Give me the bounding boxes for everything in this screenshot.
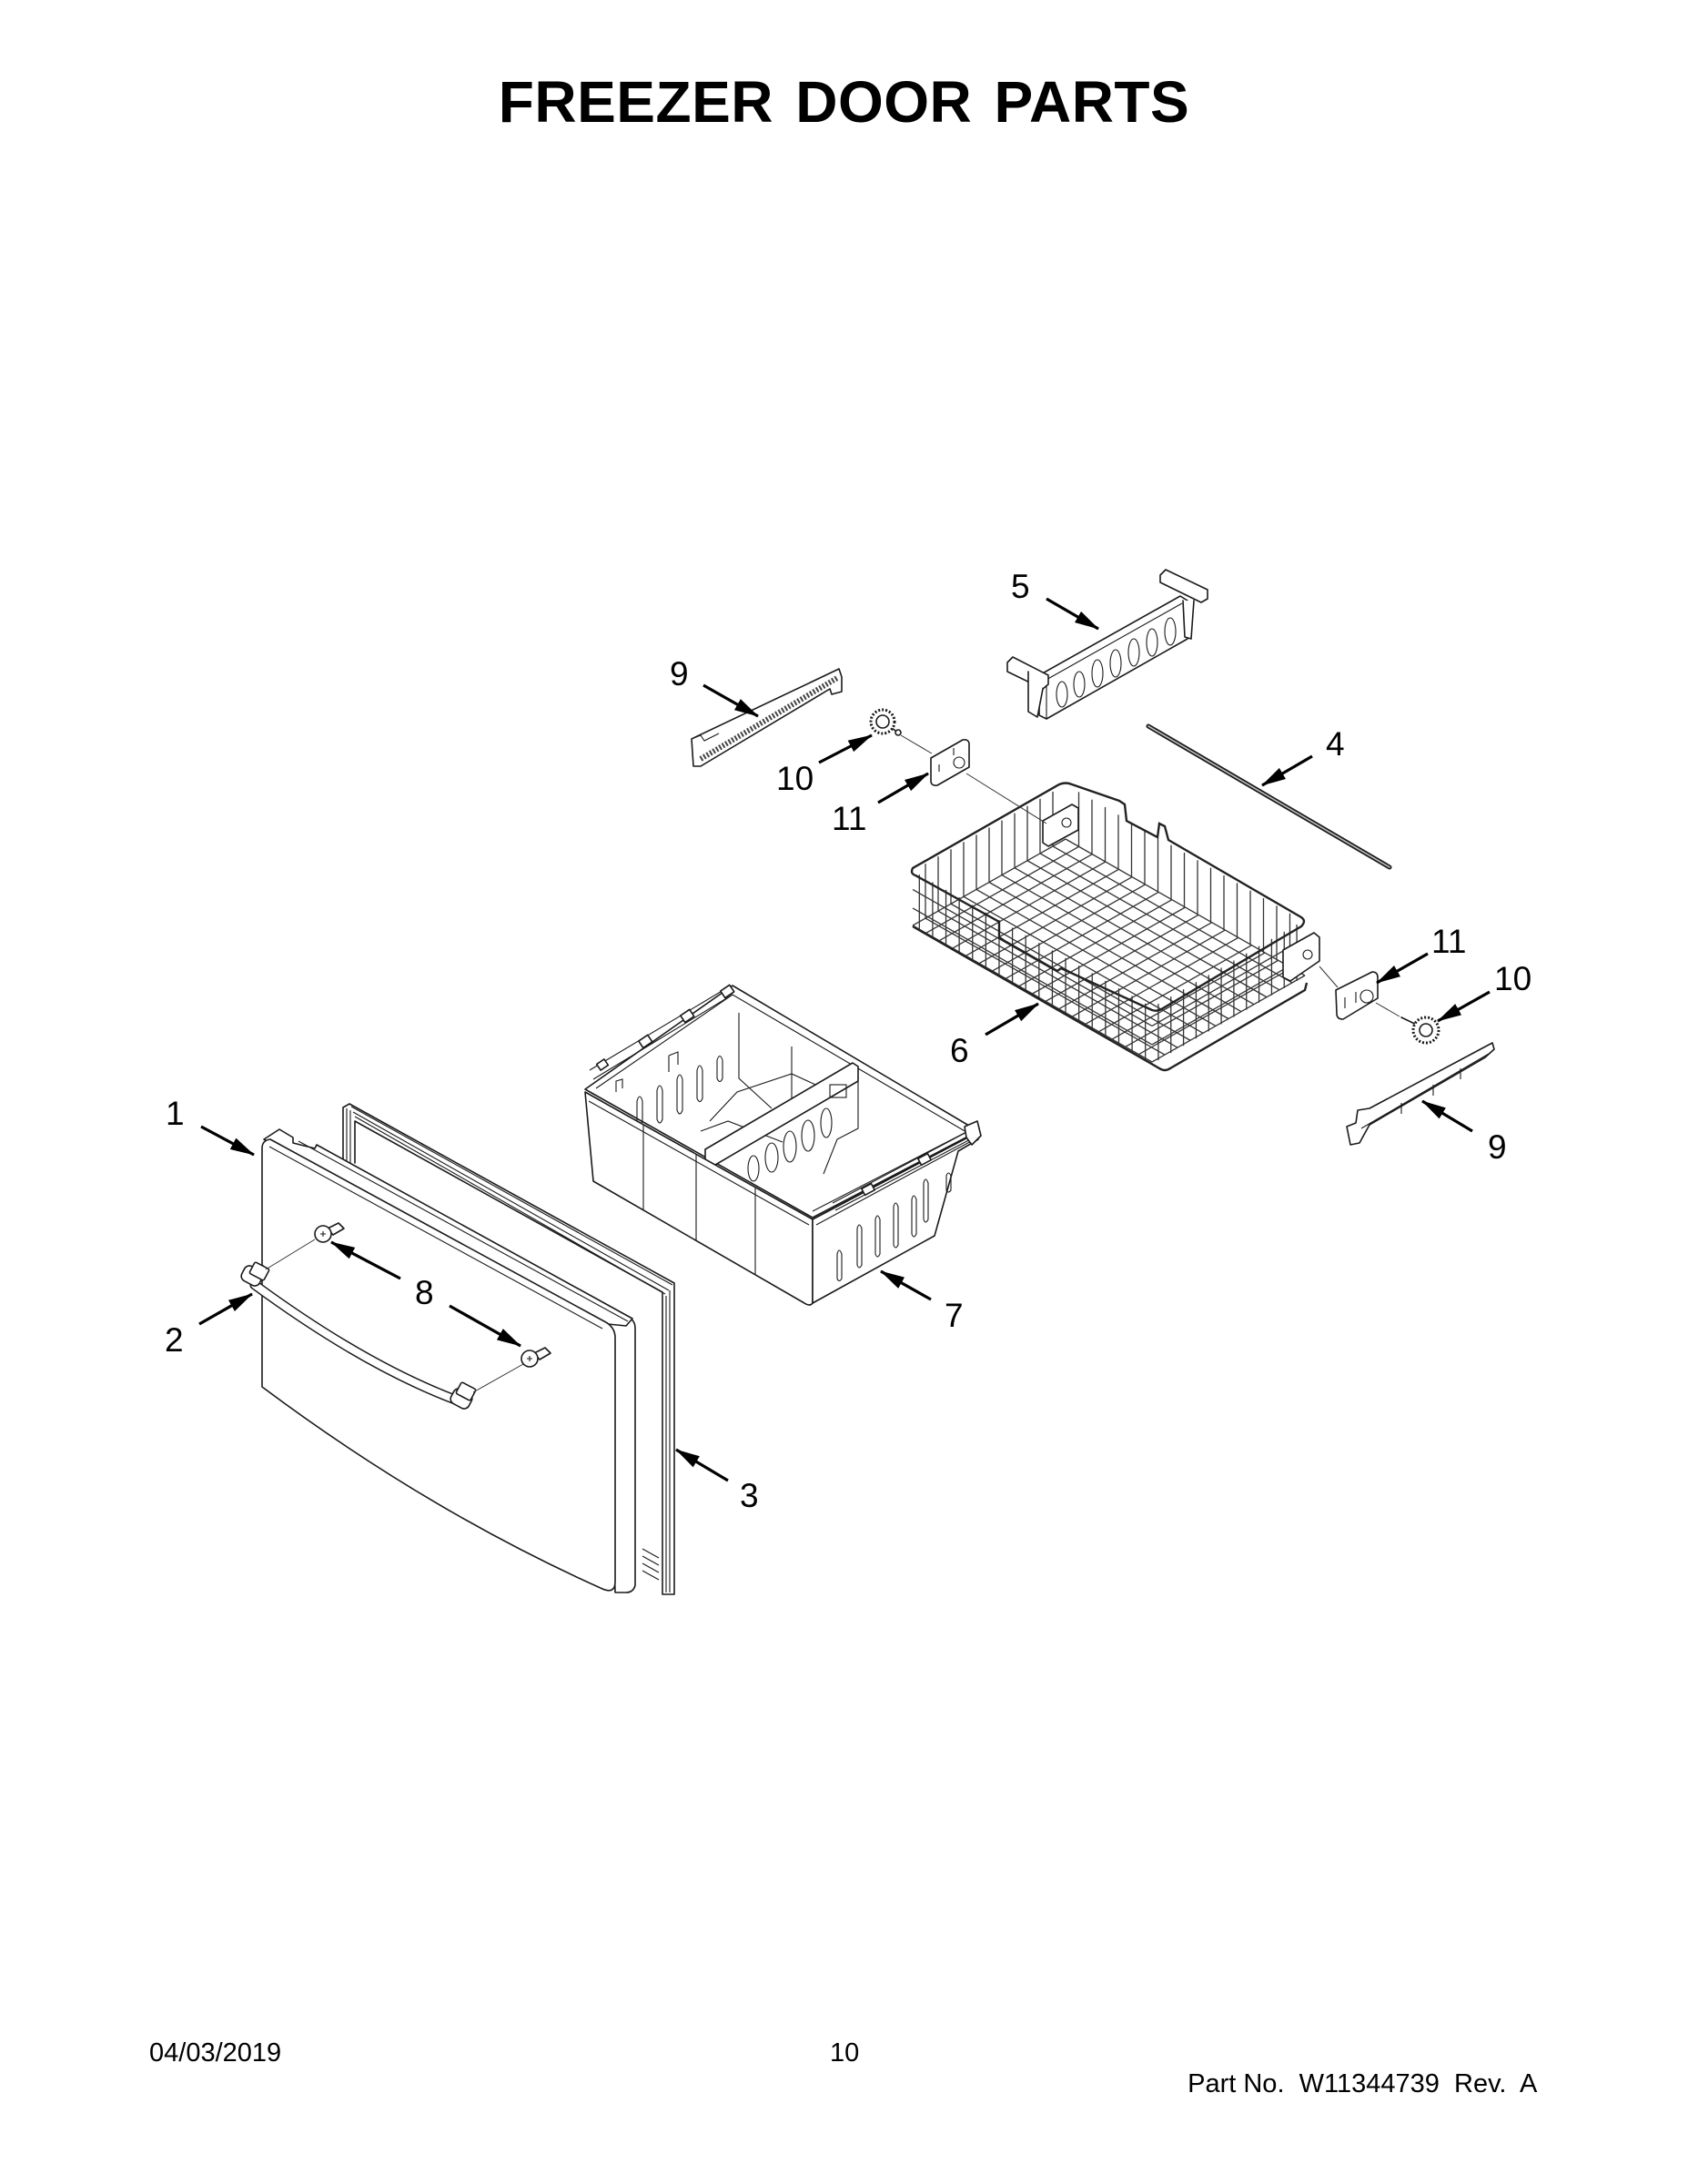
arrow-4 — [1261, 754, 1313, 787]
freezer-bin — [584, 984, 982, 1306]
arrow-9-top — [702, 683, 759, 718]
arrow-8-lower — [449, 1304, 521, 1348]
bracket-top — [930, 739, 970, 786]
slide-rail-top — [691, 668, 843, 767]
rev-label: Rev. — [1454, 2069, 1507, 2098]
arrow-9-right — [1421, 1099, 1473, 1133]
arrow-11-right — [1376, 952, 1429, 985]
bracket-right — [1335, 971, 1379, 1020]
callout-2: 2 — [165, 1321, 184, 1359]
callout-8: 8 — [415, 1274, 434, 1311]
callout-11-right: 11 — [1431, 923, 1466, 960]
footer-date: 04/03/2019 — [149, 2038, 282, 2068]
gear-top — [869, 708, 902, 736]
slide-rail-right — [1346, 1042, 1495, 1146]
arrow-6 — [985, 1002, 1039, 1036]
footer-page-number: 10 — [830, 2038, 860, 2068]
callout-1: 1 — [166, 1095, 185, 1132]
freezer-door — [261, 1128, 636, 1593]
callout-5: 5 — [1011, 568, 1030, 605]
callout-labels: 1 2 3 4 5 6 7 8 9 9 10 10 11 11 — [165, 568, 1531, 1514]
arrow-7 — [880, 1269, 932, 1301]
arrow-11-top — [877, 772, 929, 804]
callout-9-top: 9 — [670, 655, 689, 693]
callout-4: 4 — [1326, 725, 1345, 763]
arrow-8-upper — [330, 1240, 401, 1280]
callout-arrows — [198, 597, 1491, 1482]
callout-3: 3 — [740, 1477, 759, 1514]
basket-divider — [1006, 569, 1208, 720]
door-gasket — [342, 1103, 675, 1595]
rev-value: A — [1520, 2069, 1538, 2098]
assembly-leader-lines — [900, 734, 1400, 1017]
arrow-10-top — [818, 733, 873, 764]
callout-11-top: 11 — [832, 800, 866, 837]
callout-9-right: 9 — [1488, 1128, 1507, 1166]
part-no-label: Part No. — [1188, 2069, 1285, 2098]
handle-screw-lower — [521, 1347, 551, 1368]
arrow-10-right — [1437, 990, 1491, 1023]
rod — [1146, 723, 1392, 870]
footer-part-number: Part No. W11344739 Rev. A — [1173, 2037, 1537, 2099]
arrow-5 — [1046, 597, 1099, 631]
callout-7: 7 — [945, 1297, 964, 1334]
callout-6: 6 — [950, 1032, 969, 1069]
page-title: FREEZER DOOR PARTS — [498, 69, 1190, 135]
arrow-2 — [198, 1292, 253, 1326]
callout-10-right: 10 — [1494, 960, 1531, 997]
handle-screw-upper — [314, 1222, 345, 1243]
door-handle — [240, 1239, 524, 1410]
arrow-3 — [675, 1448, 729, 1482]
gear-right — [1400, 1016, 1440, 1045]
part-no-value: W11344739 — [1299, 2069, 1440, 2098]
callout-10-top: 10 — [776, 760, 814, 797]
wire-basket — [912, 784, 1319, 1071]
arrow-1 — [200, 1125, 255, 1157]
